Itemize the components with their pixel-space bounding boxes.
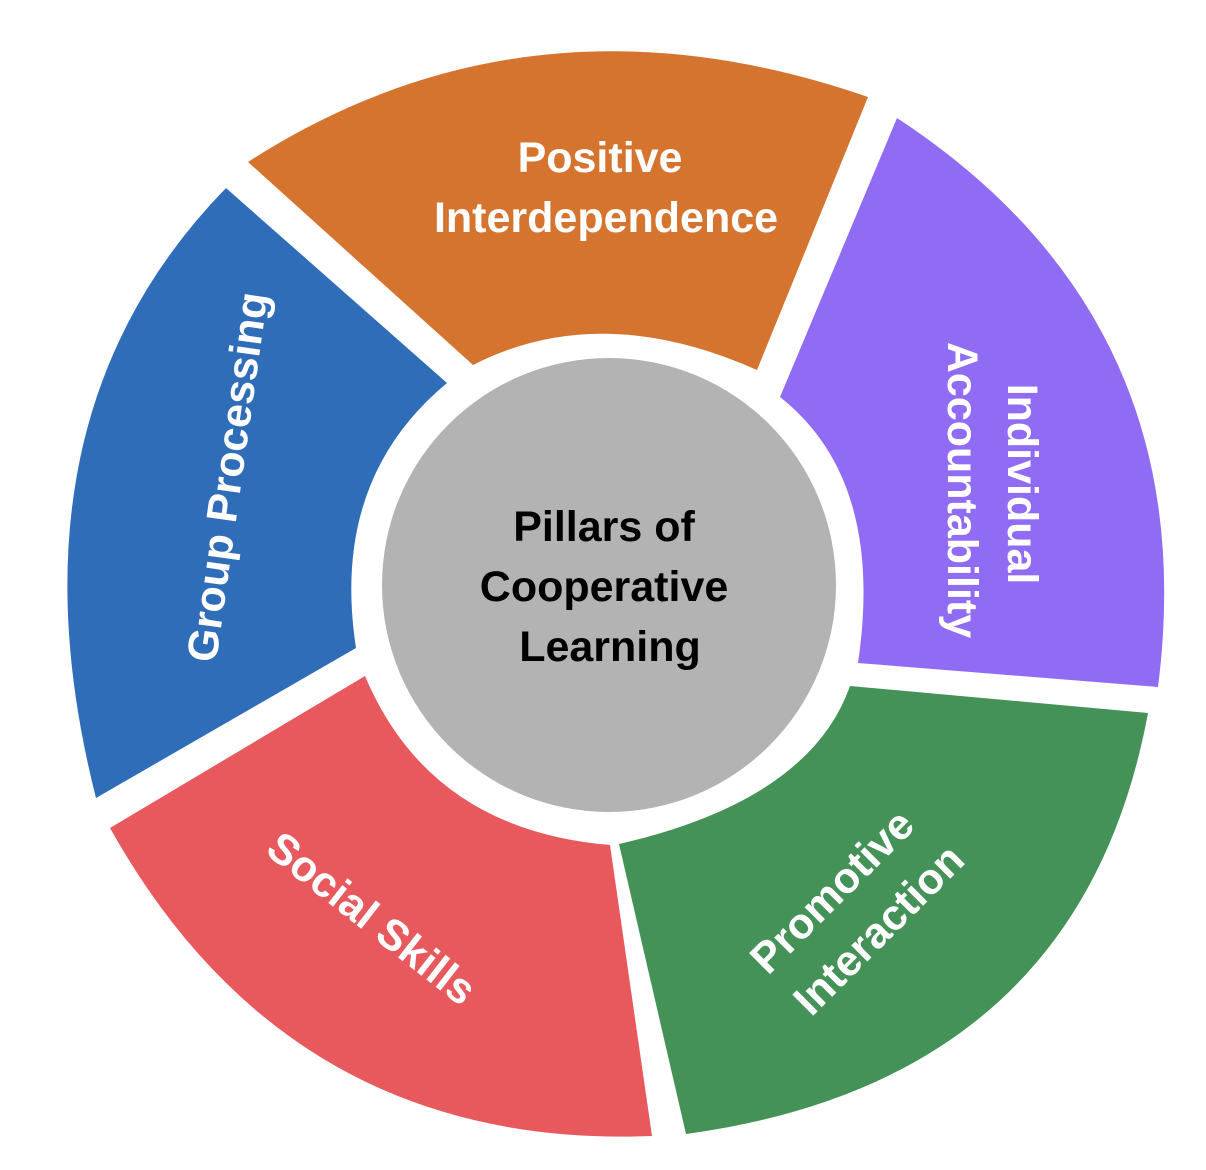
center-hub: Pillars of Cooperative Learning [382, 358, 836, 812]
segment-group-processing-shape [67, 188, 447, 798]
center-circle [382, 358, 836, 812]
segment-positive-interdependence-shape [248, 51, 868, 371]
segment-individual-accountability-label: Individual Accountability [938, 342, 1046, 638]
segment-individual-accountability-shape [780, 118, 1165, 687]
segment-social-skills: Social Skills [110, 676, 652, 1137]
center-title: Pillars of Cooperative Learning [480, 503, 740, 671]
segment-positive-interdependence: Positive Interdependence [248, 51, 868, 371]
segment-promotive-interaction: Promotive Interaction [619, 686, 1148, 1134]
segment-individual-accountability: Individual Accountability [780, 118, 1165, 687]
segment-promotive-interaction-shape [619, 686, 1148, 1134]
segment-positive-interdependence-label: Positive Interdependence [434, 134, 778, 242]
segment-group-processing: Group Processing [67, 188, 447, 798]
segment-social-skills-shape [110, 676, 652, 1137]
